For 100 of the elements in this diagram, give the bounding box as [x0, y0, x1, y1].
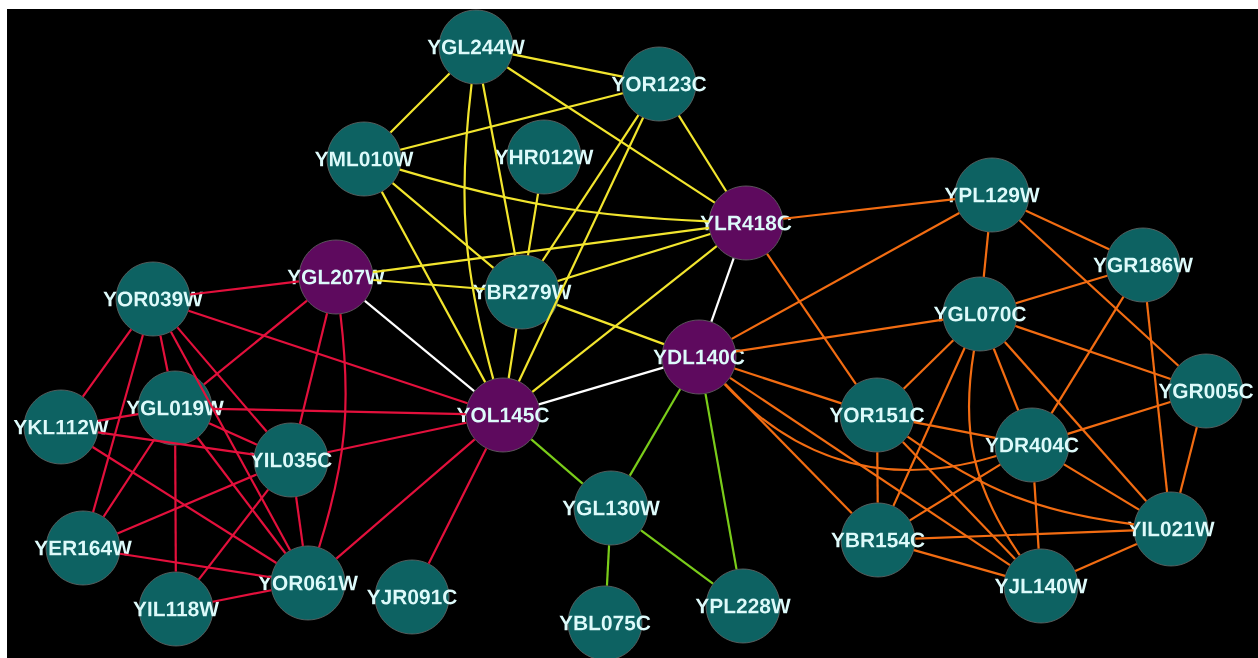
- connector-line: [915, 529, 1134, 540]
- gene-node: YJR091C: [367, 559, 457, 635]
- gene-node: YOR151C: [829, 377, 925, 453]
- connector-line: [766, 253, 857, 385]
- connector-line: [1067, 401, 1171, 435]
- connector-line: [1015, 274, 1108, 305]
- connector-line: [512, 53, 623, 78]
- connector-line: [1004, 341, 1147, 502]
- connector-line: [556, 303, 665, 346]
- gene-node: YOR039W: [103, 261, 203, 337]
- connector-line: [295, 496, 304, 547]
- connector-line: [541, 114, 640, 262]
- connector-line: [729, 376, 1011, 567]
- connector-line: [902, 441, 1016, 560]
- gene-node: YGR005C: [1158, 353, 1254, 429]
- gene-node: YIL021W: [1127, 491, 1215, 567]
- connector-line: [400, 92, 624, 151]
- connector-line: [212, 589, 272, 603]
- connector-line: [677, 115, 728, 192]
- connector-line: [92, 334, 144, 513]
- connector-line: [909, 463, 1001, 522]
- connector-line: [906, 435, 1135, 526]
- connector-line: [506, 66, 716, 204]
- gene-node: YOL145C: [456, 377, 549, 453]
- connector-line: [902, 339, 955, 390]
- connector-line: [427, 447, 488, 565]
- connector-line: [1074, 543, 1138, 572]
- connector-line: [538, 366, 664, 406]
- connector-line: [1033, 482, 1040, 549]
- connector-line: [119, 552, 272, 579]
- gene-node: YPL228W: [695, 568, 791, 644]
- connector-line: [198, 488, 270, 581]
- connector-line: [169, 331, 292, 551]
- connector-line: [97, 413, 139, 422]
- connector-line: [1018, 219, 1180, 367]
- connector-line: [982, 232, 990, 277]
- connector-line: [212, 407, 466, 416]
- connector-line: [298, 313, 329, 424]
- connector-line: [481, 83, 517, 256]
- connector-line: [176, 326, 268, 433]
- gene-node: YJL140W: [994, 548, 1088, 624]
- connector-line: [704, 393, 738, 570]
- connector-line: [967, 350, 1021, 556]
- connector-line: [318, 314, 347, 548]
- connector-line: [364, 299, 475, 392]
- connector-line: [724, 382, 853, 514]
- connector-line: [102, 438, 156, 518]
- gene-node: YIL118W: [133, 571, 219, 647]
- connector-line: [399, 168, 709, 223]
- connector-line: [190, 280, 299, 296]
- connector-line: [174, 445, 177, 572]
- connector-line: [81, 328, 133, 398]
- connector-line: [530, 438, 584, 485]
- connector-line: [735, 318, 944, 353]
- connector-line: [208, 422, 258, 446]
- connector-line: [92, 446, 277, 564]
- connector-line: [327, 421, 467, 454]
- gene-node: YDL140C: [653, 319, 745, 395]
- connector-line: [783, 198, 955, 220]
- connector-line: [1063, 463, 1140, 511]
- connector-line: [463, 84, 495, 380]
- gene-node: YPL129W: [944, 157, 1040, 233]
- connector-line: [628, 388, 682, 477]
- gene-node: YOR061W: [258, 545, 358, 621]
- connector-line: [203, 299, 308, 386]
- connector-line: [335, 438, 476, 560]
- connector-line: [517, 117, 645, 382]
- gene-node: YGL207W: [287, 239, 385, 315]
- gene-node: YKL112W: [13, 389, 109, 465]
- gene-node: YOR123C: [611, 46, 707, 122]
- connector-line: [159, 335, 169, 372]
- connector-line: [373, 278, 485, 291]
- gene-node: YML010W: [314, 121, 414, 197]
- connector-line: [1179, 426, 1198, 493]
- connector-line: [1050, 296, 1125, 414]
- connector-line: [1145, 302, 1169, 492]
- gene-node: YGL244W: [427, 9, 525, 85]
- connector-line: [913, 549, 1006, 577]
- gene-node: YDR404C: [985, 407, 1079, 483]
- connector-line: [196, 437, 287, 554]
- connector-line: [188, 309, 468, 405]
- connector-line: [531, 245, 718, 393]
- connector-line: [892, 347, 966, 507]
- connector-line: [372, 226, 710, 274]
- connector-line: [391, 182, 495, 269]
- connector-line: [380, 191, 487, 383]
- gene-node: YLR418C: [700, 185, 792, 261]
- connector-line: [605, 545, 611, 586]
- gene-node: YGL070C: [933, 276, 1026, 352]
- gene-node: YBL075C: [559, 585, 651, 658]
- connector-line: [723, 383, 997, 471]
- connector-line: [526, 193, 540, 256]
- connector-line: [734, 367, 842, 405]
- connector-line: [710, 257, 735, 323]
- gene-node: YGL130W: [562, 470, 660, 546]
- connector-line: [557, 232, 711, 283]
- connector-line: [992, 348, 1020, 411]
- gene-node: YGR186W: [1093, 227, 1193, 303]
- gene-node: YIL035C: [250, 422, 332, 498]
- connector-line: [640, 529, 714, 585]
